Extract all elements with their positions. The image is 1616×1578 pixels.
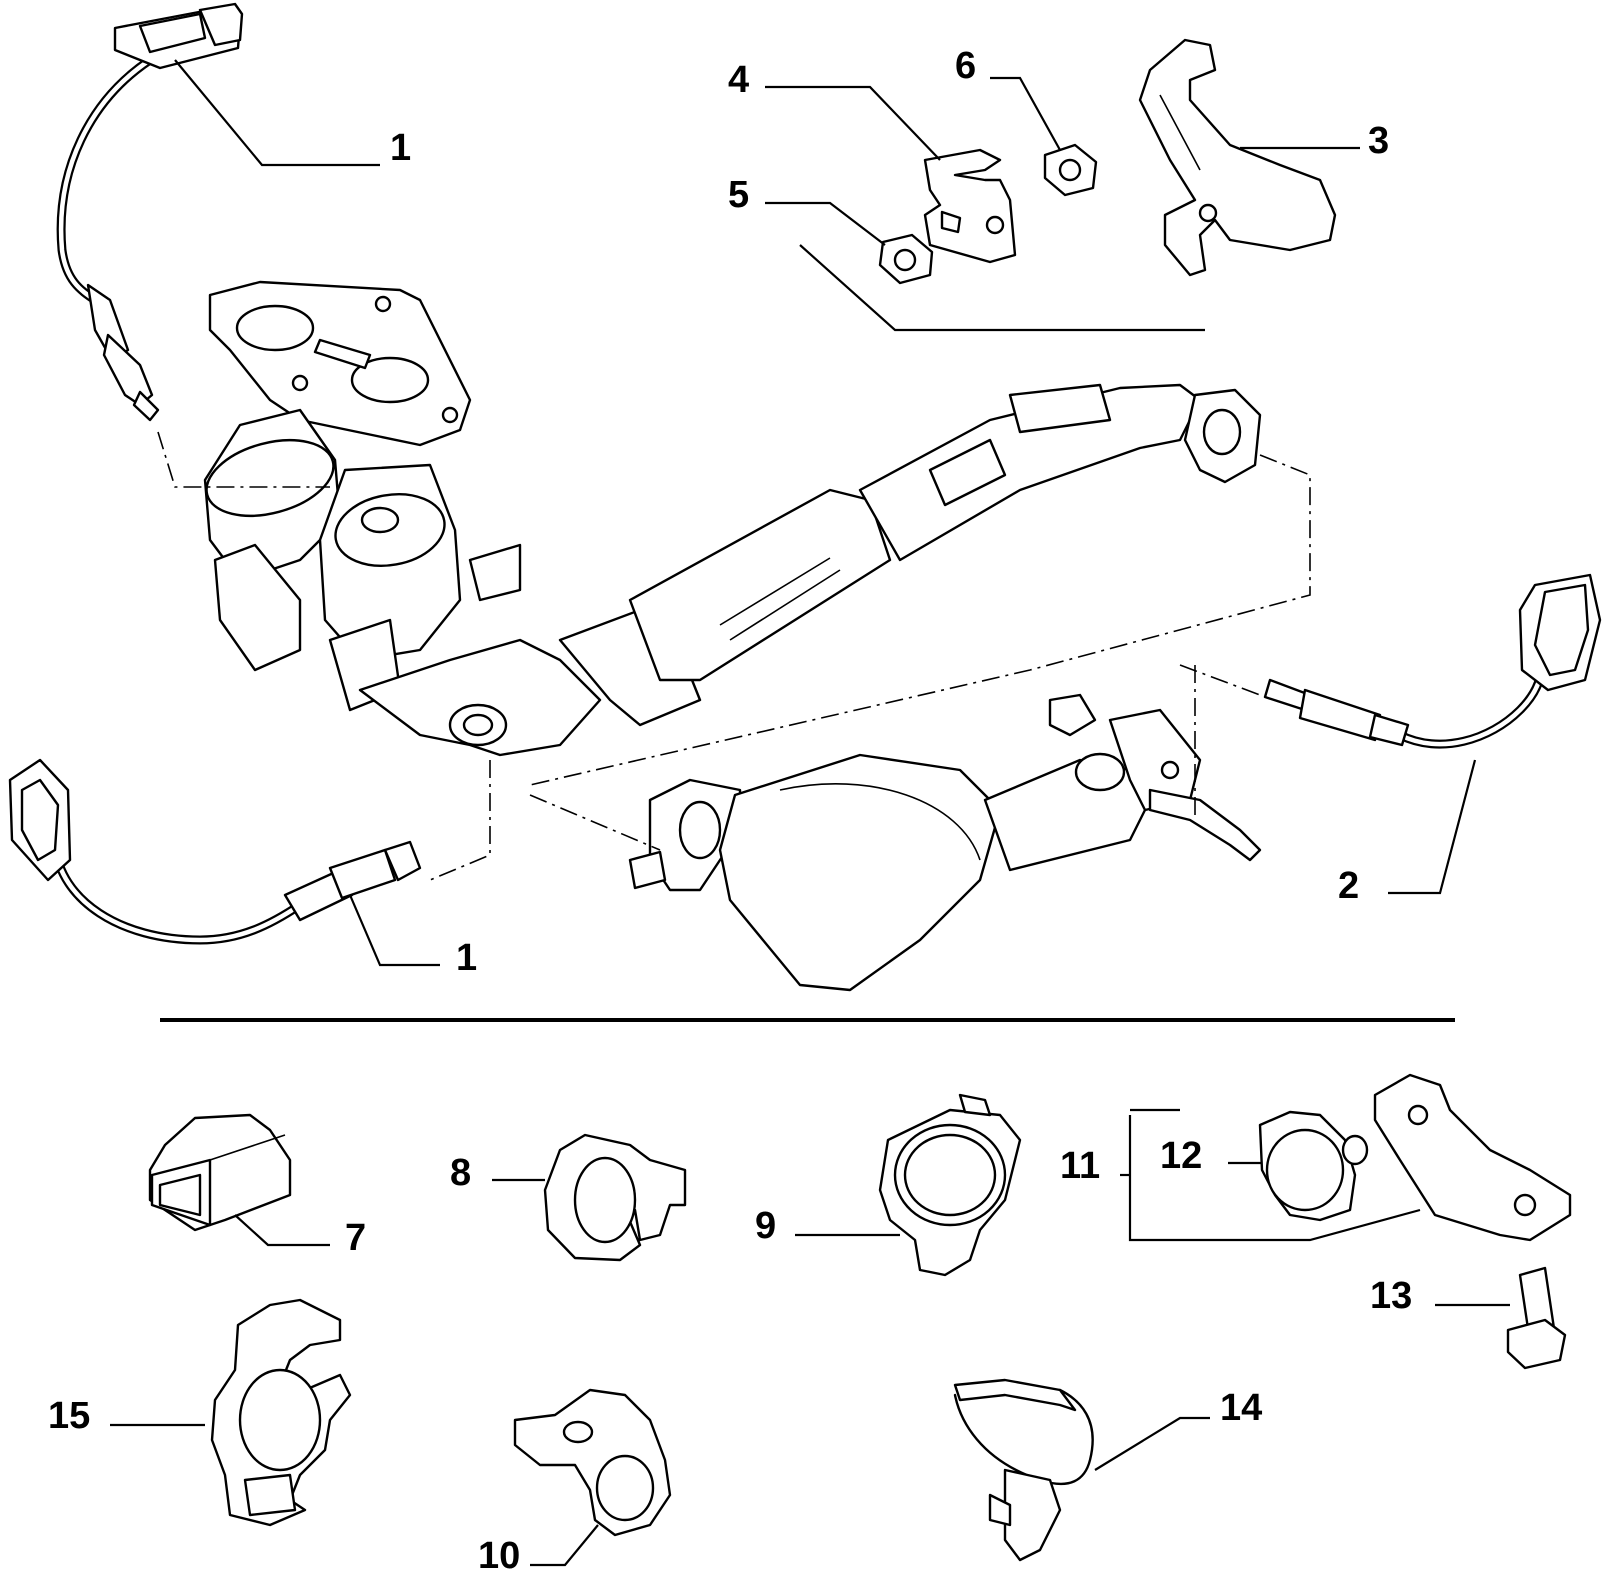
callout-2: 2 xyxy=(1338,865,1359,907)
nut-5 xyxy=(878,233,934,285)
callout-4: 4 xyxy=(728,59,749,101)
nut-6 xyxy=(1043,143,1098,197)
bolt-13 xyxy=(1506,1266,1567,1370)
callout-8: 8 xyxy=(450,1152,471,1194)
clamp-9 xyxy=(878,1093,1022,1277)
oxygen-sensor-upper xyxy=(56,2,244,422)
oxygen-sensor-lower xyxy=(8,758,422,945)
callout-10: 10 xyxy=(478,1535,520,1577)
bracket-10 xyxy=(513,1388,672,1537)
callout-14: 14 xyxy=(1220,1387,1262,1429)
bracket-3 xyxy=(1138,38,1337,277)
callout-15: 15 xyxy=(48,1395,90,1437)
clamp-band-14 xyxy=(953,1378,1094,1562)
leader-lines xyxy=(157,59,1477,1022)
clip-8 xyxy=(543,1133,687,1262)
clip-15 xyxy=(210,1298,352,1527)
callout-13: 13 xyxy=(1370,1275,1412,1317)
callout-1-upper: 1 xyxy=(390,127,411,169)
callout-6: 6 xyxy=(955,45,976,87)
leader-lines-lower xyxy=(110,1161,1510,1567)
clip-7 xyxy=(148,1113,292,1232)
callout-11: 11 xyxy=(1060,1145,1100,1187)
callout-7: 7 xyxy=(345,1217,366,1259)
clip-4 xyxy=(923,148,1017,264)
catalyst-lower-assembly xyxy=(628,693,1262,992)
callout-1-lower: 1 xyxy=(456,937,477,979)
callout-5: 5 xyxy=(728,174,749,216)
bracket-11 xyxy=(1120,1073,1572,1242)
oxygen-sensor-rear xyxy=(1263,573,1602,749)
callout-12: 12 xyxy=(1160,1135,1202,1177)
callout-3: 3 xyxy=(1368,120,1389,162)
callout-9: 9 xyxy=(755,1205,776,1247)
exhaust-manifold-assembly xyxy=(203,280,1262,757)
clamp-12 xyxy=(1258,1110,1369,1222)
